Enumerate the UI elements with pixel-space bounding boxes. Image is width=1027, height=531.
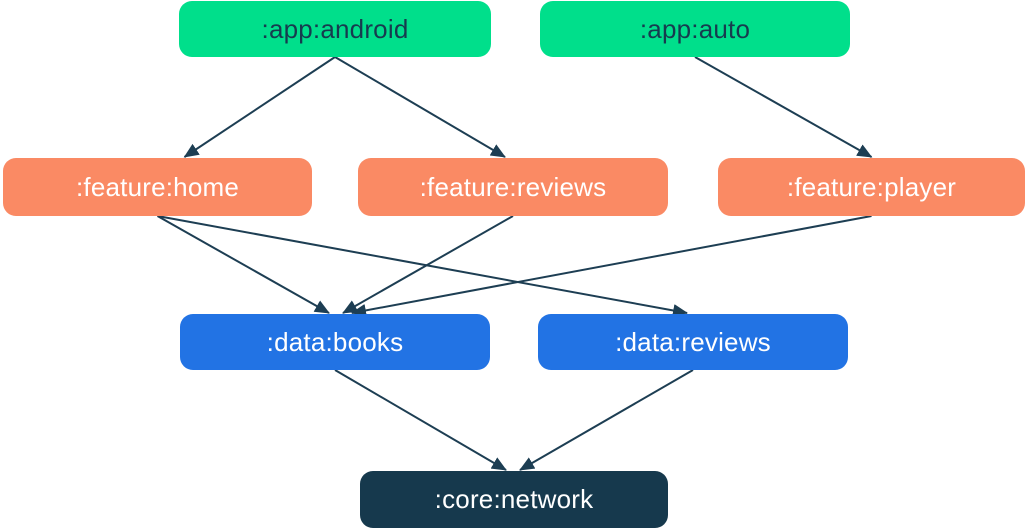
edge-app-android-to-feature-home [183,56,336,158]
edge-data-reviews-to-core-network [519,369,694,471]
edge-feature-player-to-data-books [351,215,872,317]
node-label-app-auto: :app:auto [639,13,751,44]
node-core-network: :core:network [360,471,668,528]
node-label-app-android: :app:android [261,13,409,44]
node-feature-home: :feature:home [3,158,312,216]
node-label-data-reviews: :data:reviews [615,326,771,357]
node-label-feature-reviews: :feature:reviews [419,171,607,202]
edge-feature-home-to-data-reviews [157,215,688,317]
node-label-data-books: :data:books [266,326,404,357]
node-label-feature-home: :feature:home [75,171,240,202]
node-feature-player: :feature:player [718,158,1025,216]
edge-app-android-to-feature-reviews [334,56,506,158]
node-label-feature-player: :feature:player [786,171,957,202]
node-app-auto: :app:auto [540,1,850,57]
node-feature-reviews: :feature:reviews [358,158,668,216]
edge-app-auto-to-feature-player [694,56,873,158]
node-data-books: :data:books [180,314,490,370]
node-data-reviews: :data:reviews [538,314,848,370]
edge-feature-home-to-data-books [157,215,330,314]
node-label-core-network: :core:network [434,484,594,514]
node-app-android: :app:android [179,1,491,57]
edge-feature-reviews-to-data-books [342,215,514,314]
edge-data-books-to-core-network [334,369,507,471]
